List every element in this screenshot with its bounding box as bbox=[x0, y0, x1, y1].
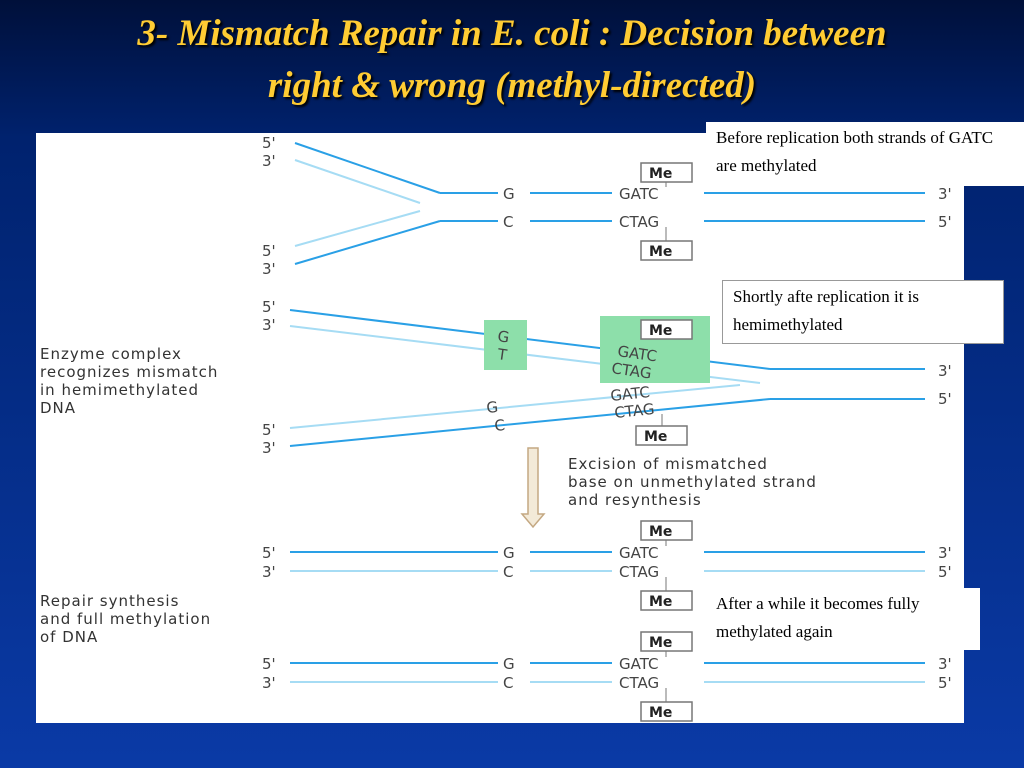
methyl-tag: Me bbox=[649, 244, 672, 260]
methyl-tag-box bbox=[635, 425, 688, 446]
note-after-text: After a while it becomes fully methylate… bbox=[716, 594, 920, 641]
note-shortly-text: Shortly afte replication it is hemimethy… bbox=[733, 287, 920, 334]
strand-end-label: 3' bbox=[262, 563, 276, 581]
strand bbox=[289, 384, 741, 429]
strand-end-label: 3' bbox=[938, 544, 952, 562]
strand-end-label: 5' bbox=[262, 298, 276, 316]
strand-end-label: 3' bbox=[938, 185, 952, 203]
down-arrow-icon bbox=[520, 447, 546, 529]
gatc-site-label: GATC bbox=[619, 655, 658, 673]
repair-step-line: Repair synthesis bbox=[40, 592, 179, 610]
base-label: G bbox=[503, 544, 515, 562]
base-label: G bbox=[503, 655, 515, 673]
excision-step: Excision of mismatched base on unmethyla… bbox=[520, 447, 817, 529]
base-label: G bbox=[503, 185, 515, 203]
strand-end-label: 3' bbox=[262, 316, 276, 334]
gatc-site-label: GATC bbox=[619, 185, 658, 203]
excision-step-line: and resynthesis bbox=[568, 491, 702, 509]
strand-end-label: 3' bbox=[262, 674, 276, 692]
strand bbox=[294, 220, 441, 265]
slide-title: 3- Mismatch Repair in E. coli : Decision… bbox=[0, 8, 1024, 112]
strand bbox=[294, 142, 441, 194]
gatc-site-label: GATC bbox=[619, 544, 658, 562]
repair-step: Repair synthesis and full methylation of… bbox=[40, 592, 211, 646]
mismatch-base-g: G bbox=[496, 327, 510, 346]
strand-end-label: 3' bbox=[262, 439, 276, 457]
strand bbox=[294, 210, 421, 247]
stage-fully-methylated: Me 5' 3' G C GATC CTAG 3' 5' Me bbox=[262, 631, 952, 722]
strand-end-label: 5' bbox=[262, 421, 276, 439]
methyl-tag: Me bbox=[649, 594, 672, 610]
methyl-tag: Me bbox=[649, 635, 672, 651]
ctag-site-label: CTAG bbox=[614, 400, 656, 422]
strand-end-label: 3' bbox=[262, 152, 276, 170]
ctag-site-label: CTAG bbox=[619, 563, 659, 581]
mismatch-highlight bbox=[484, 320, 527, 370]
mismatch-base-t: T bbox=[495, 345, 508, 364]
base-label: C bbox=[503, 213, 513, 231]
strand-end-label: 5' bbox=[938, 390, 952, 408]
excision-step-line: base on unmethylated strand bbox=[568, 473, 817, 491]
methyl-tag: Me bbox=[649, 166, 672, 182]
strand bbox=[289, 398, 771, 447]
enzyme-step-line: recognizes mismatch bbox=[40, 363, 218, 381]
strand-end-label: 5' bbox=[262, 134, 276, 152]
gatc-site-label: GATC bbox=[610, 383, 651, 405]
base-label: C bbox=[503, 563, 513, 581]
methyl-tag: Me bbox=[649, 524, 672, 540]
strand-end-label: 3' bbox=[938, 655, 952, 673]
strand-end-label: 5' bbox=[262, 655, 276, 673]
base-label: C bbox=[494, 416, 506, 435]
gatc-site-label: GATC bbox=[616, 342, 658, 365]
excision-step-line: Excision of mismatched bbox=[568, 455, 768, 473]
strand-end-label: 5' bbox=[938, 563, 952, 581]
enzyme-step-line: Enzyme complex bbox=[40, 345, 182, 363]
methyl-tag-box bbox=[640, 701, 693, 722]
methyl-tag: Me bbox=[644, 429, 667, 445]
slide-title-line-2: right & wrong (methyl-directed) bbox=[267, 65, 757, 106]
repair-step-line: and full methylation bbox=[40, 610, 211, 628]
strand-end-label: 5' bbox=[938, 213, 952, 231]
strand-end-label: 3' bbox=[262, 260, 276, 278]
enzyme-step-line: DNA bbox=[40, 399, 76, 417]
strand-end-label: 5' bbox=[262, 544, 276, 562]
stage-hemimethylated: G T GATC CTAG Me G C GATC CTAG Me 5' 3' … bbox=[40, 298, 952, 457]
base-label: C bbox=[503, 674, 513, 692]
methyl-tag-box bbox=[640, 590, 693, 611]
strand bbox=[294, 159, 421, 204]
note-hemimethylated: Shortly afte replication it is hemimethy… bbox=[722, 280, 1004, 344]
strand-end-label: 5' bbox=[938, 674, 952, 692]
repair-step-line: of DNA bbox=[40, 628, 98, 646]
methyl-tag-box bbox=[640, 162, 693, 183]
ctag-site-label: CTAG bbox=[619, 674, 659, 692]
methyl-tag: Me bbox=[649, 705, 672, 721]
enzyme-step-line: in hemimethylated bbox=[40, 381, 199, 399]
strand-end-label: 3' bbox=[938, 362, 952, 380]
base-label: G bbox=[486, 398, 499, 417]
note-before-text: Before replication both strands of GATC … bbox=[716, 128, 994, 175]
methyl-tag: Me bbox=[649, 323, 672, 339]
ctag-site-label: CTAG bbox=[610, 359, 652, 382]
note-before-replication: Before replication both strands of GATC … bbox=[706, 122, 1024, 186]
stage-resynthesized: Me 5' 3' G C GATC CTAG 3' 5' Me bbox=[262, 520, 952, 611]
methyl-tag-box bbox=[640, 319, 693, 340]
strand-end-label: 5' bbox=[262, 242, 276, 260]
slide-title-line-1: 3- Mismatch Repair in E. coli : Decision… bbox=[137, 13, 887, 54]
methyl-tag-box bbox=[640, 240, 693, 261]
stage-before-replication: 5' 3' 5' 3' G C GATC CTAG 3' 5' Me Me bbox=[262, 134, 952, 278]
note-fully-methylated: After a while it becomes fully methylate… bbox=[706, 588, 980, 650]
ctag-site-label: CTAG bbox=[619, 213, 659, 231]
